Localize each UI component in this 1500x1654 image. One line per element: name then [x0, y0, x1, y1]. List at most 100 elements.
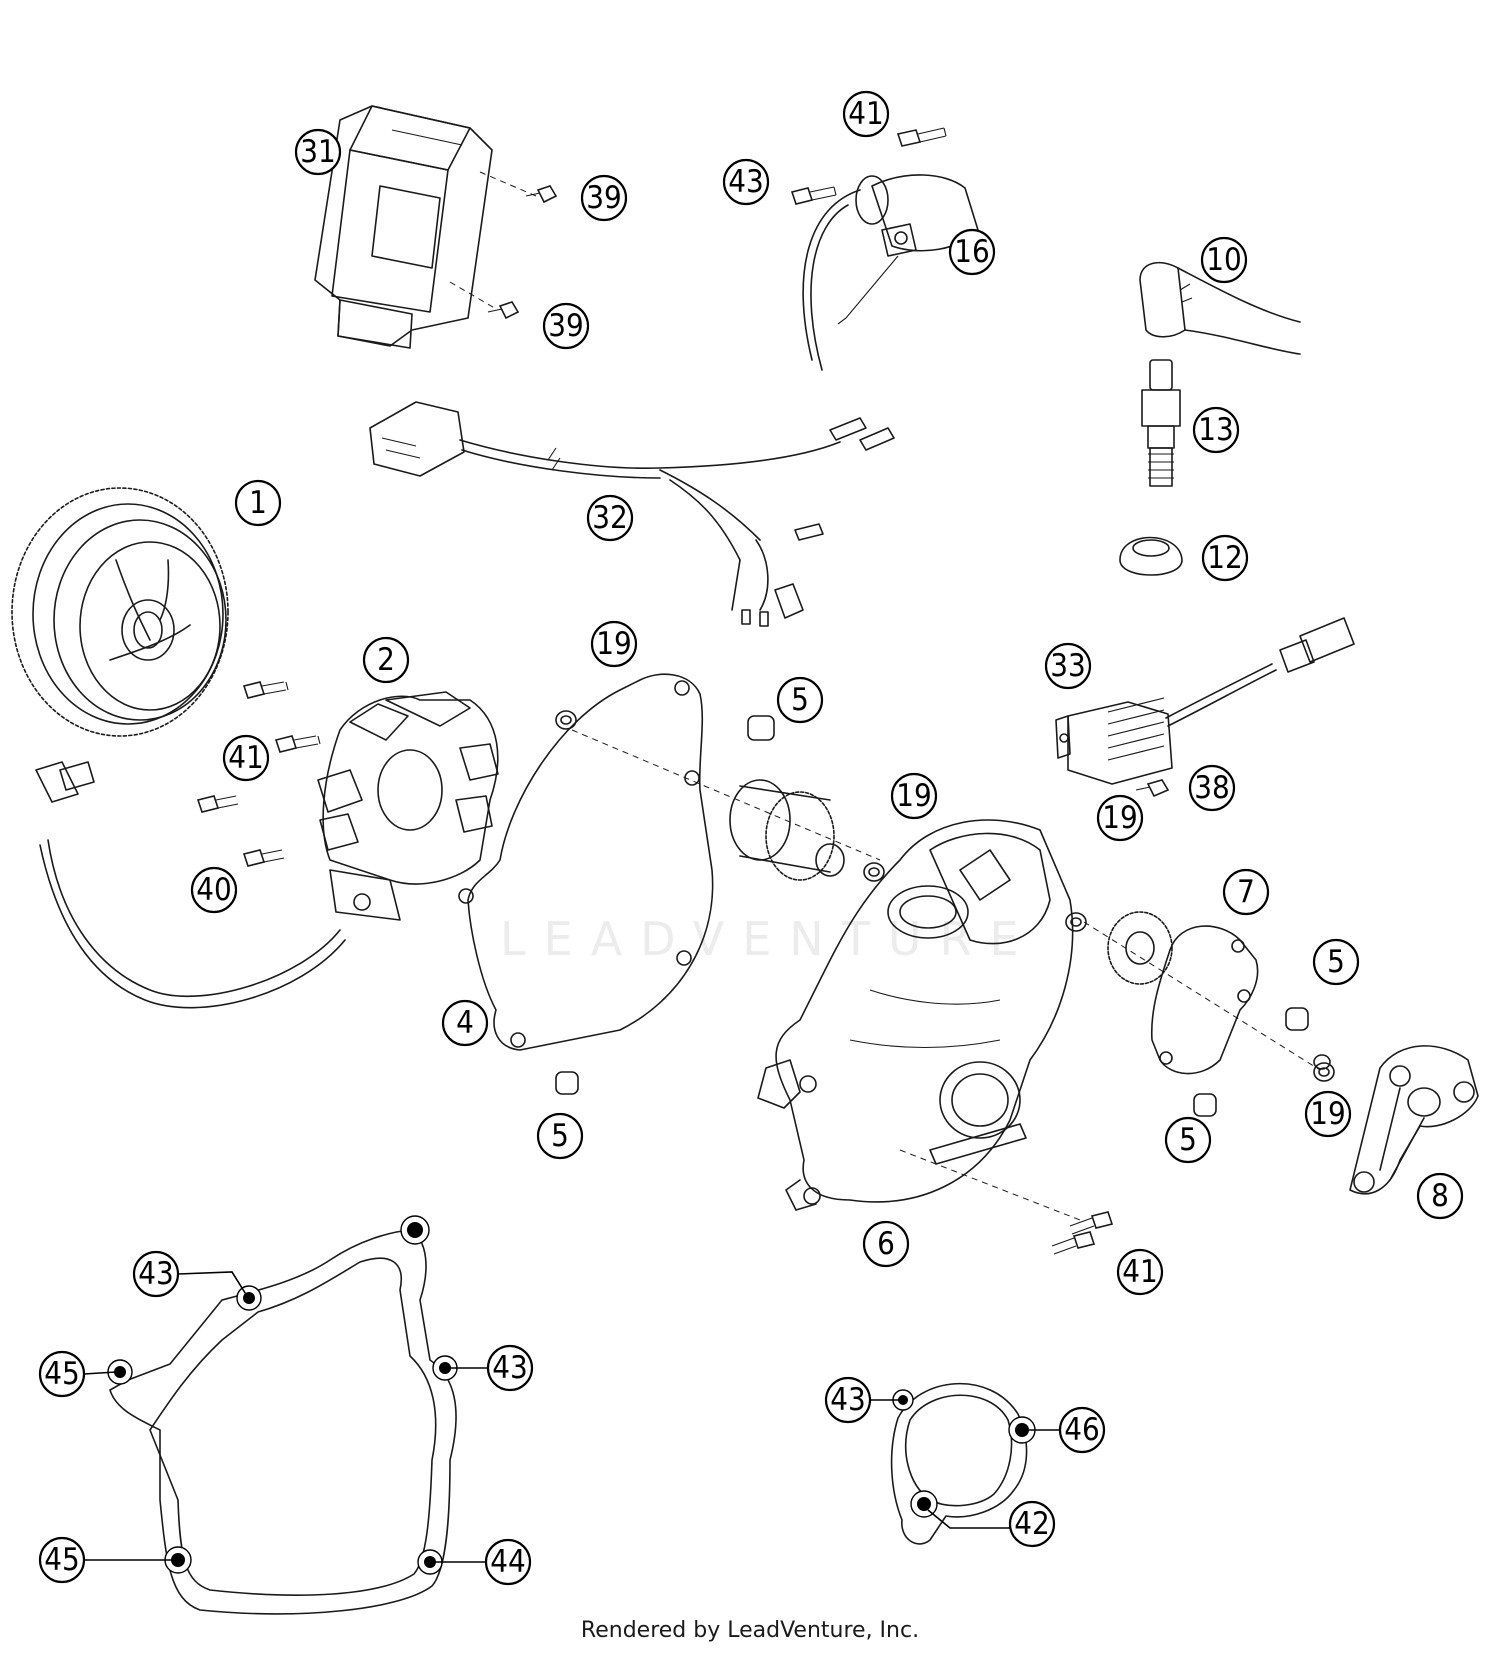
svg-text:6: 6 [877, 1226, 895, 1262]
part-washer-19-a [555, 710, 577, 730]
part-cdi-unit [314, 105, 493, 349]
svg-text:41: 41 [1122, 1254, 1157, 1290]
callout-32: 32 [586, 494, 634, 542]
part-bolt-41-stator [242, 681, 321, 753]
svg-text:41: 41 [228, 740, 263, 776]
callout-45: 45 [38, 1536, 86, 1584]
svg-text:44: 44 [490, 1544, 525, 1580]
part-cover-bracket [1349, 1045, 1479, 1195]
svg-text:38: 38 [1194, 770, 1229, 806]
part-flywheel-rotor [11, 487, 229, 737]
svg-text:41: 41 [848, 96, 883, 132]
part-wiring-harness [369, 401, 895, 627]
part-gasket-small-lower [890, 1382, 1028, 1545]
callout-43: 43 [486, 1344, 534, 1392]
svg-text:45: 45 [44, 1356, 79, 1392]
part-spark-plug [1141, 359, 1181, 487]
svg-text:40: 40 [196, 872, 231, 908]
svg-text:19: 19 [1310, 1096, 1345, 1132]
callout-5: 5 [1312, 938, 1360, 986]
part-spark-plug-cap [1139, 261, 1301, 355]
svg-text:10: 10 [1206, 242, 1241, 278]
callout-42: 42 [1008, 1500, 1056, 1548]
svg-text:46: 46 [1064, 1412, 1099, 1448]
callout-31: 31 [294, 128, 342, 176]
part-spark-plug-seal [1119, 536, 1183, 576]
svg-text:19: 19 [596, 626, 631, 662]
part-starter-intermediate-gear [729, 779, 845, 881]
callout-19: 19 [1096, 794, 1144, 842]
callout-19: 19 [590, 620, 638, 668]
part-bolt-41-cover [1051, 1211, 1114, 1255]
callout-41: 41 [1116, 1248, 1164, 1296]
callout-45: 45 [38, 1350, 86, 1398]
callout-12: 12 [1201, 534, 1249, 582]
callout-41: 41 [842, 90, 890, 138]
part-bolt-43-top [790, 186, 837, 205]
callout-5: 5 [536, 1112, 584, 1160]
svg-text:1: 1 [249, 485, 267, 521]
part-dowel-5-d [1193, 1093, 1217, 1117]
svg-text:45: 45 [44, 1542, 79, 1578]
part-bolt-40 [196, 795, 285, 867]
watermark-text: LEADVENTURE [500, 912, 1037, 966]
callout-46: 46 [1058, 1406, 1106, 1454]
part-dowel-5-b [555, 1071, 579, 1095]
svg-text:5: 5 [1179, 1122, 1197, 1158]
callout-44: 44 [484, 1538, 532, 1586]
svg-text:39: 39 [548, 308, 583, 344]
part-starter-motor [802, 174, 979, 371]
part-washer-19-c [1065, 912, 1087, 932]
part-washer-19-b [863, 862, 885, 882]
rendered-by-footer: Rendered by LeadVenture, Inc. [580, 1618, 920, 1643]
callout-40: 40 [190, 866, 238, 914]
svg-text:8: 8 [1431, 1178, 1449, 1214]
part-ignition-cover [757, 819, 1074, 1211]
callout-10: 10 [1200, 236, 1248, 284]
callout-19: 19 [1304, 1090, 1352, 1138]
svg-text:31: 31 [300, 134, 335, 170]
callout-1: 1 [234, 479, 282, 527]
part-bolt-41-top [896, 127, 947, 147]
gasket-hole-markers [107, 1215, 1036, 1575]
svg-text:5: 5 [1327, 944, 1345, 980]
svg-text:19: 19 [1102, 800, 1137, 836]
part-screw-39-lower [487, 301, 520, 320]
svg-text:33: 33 [1050, 648, 1085, 684]
callout-41: 41 [222, 734, 270, 782]
callout-43: 43 [824, 1376, 872, 1424]
callout-8: 8 [1416, 1172, 1464, 1220]
part-washer-19-d [1313, 1054, 1335, 1082]
svg-text:5: 5 [791, 682, 809, 718]
callout-4: 4 [441, 999, 489, 1047]
svg-text:43: 43 [728, 164, 763, 200]
svg-text:39: 39 [586, 180, 621, 216]
callout-33: 33 [1044, 642, 1092, 690]
callout-6: 6 [862, 1220, 910, 1268]
svg-text:7: 7 [1237, 874, 1255, 910]
callout-5: 5 [1164, 1116, 1212, 1164]
svg-text:12: 12 [1207, 540, 1242, 576]
svg-text:43: 43 [492, 1350, 527, 1386]
part-dowel-5-c [1285, 1007, 1309, 1031]
callout-43: 43 [132, 1250, 180, 1298]
callout-7: 7 [1222, 868, 1270, 916]
callout-2: 2 [362, 636, 410, 684]
svg-text:42: 42 [1014, 1506, 1049, 1542]
svg-text:32: 32 [592, 500, 627, 536]
part-dowel-5-a [747, 715, 775, 741]
callout-39: 39 [542, 302, 590, 350]
part-gasket-4 [458, 673, 714, 1051]
callout-leaders [83, 1271, 1060, 1563]
part-gasket-7 [1150, 925, 1259, 1075]
svg-text:2: 2 [377, 642, 395, 678]
svg-text:4: 4 [456, 1005, 474, 1041]
callout-19: 19 [890, 772, 938, 820]
svg-text:43: 43 [138, 1256, 173, 1292]
svg-text:19: 19 [896, 778, 931, 814]
part-screw-38 [1135, 779, 1170, 798]
svg-text:5: 5 [551, 1118, 569, 1154]
part-stator [35, 691, 499, 1009]
callout-5: 5 [776, 676, 824, 724]
svg-text:43: 43 [830, 1382, 865, 1418]
